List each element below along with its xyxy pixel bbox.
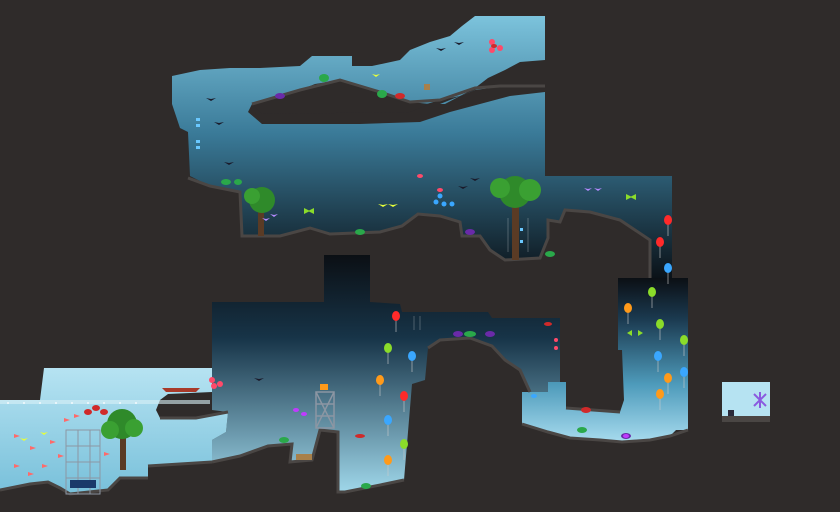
boundary-posts <box>413 218 529 330</box>
balloon-icon <box>680 367 688 388</box>
turtle-icon <box>221 74 631 489</box>
balloon-icon <box>656 237 664 258</box>
boat-icon <box>162 388 200 392</box>
surface-markers <box>7 402 137 404</box>
balloon-icon <box>680 335 688 356</box>
balloon-icon <box>408 351 416 372</box>
balloon-icon <box>664 215 672 236</box>
tree-icon <box>101 409 143 470</box>
tree-icon <box>244 187 275 236</box>
tree-icon <box>490 176 541 260</box>
fish-icon <box>14 414 110 476</box>
balloon-icon <box>384 415 392 436</box>
spawn-cage-icon <box>65 429 101 495</box>
balloon-icon <box>376 375 384 396</box>
balloon-icon <box>656 389 664 410</box>
balloon-group <box>376 311 416 476</box>
bird-icon <box>262 188 602 221</box>
bird-icon <box>206 42 480 381</box>
fish-icon <box>196 118 523 243</box>
right-chamber <box>522 278 688 442</box>
terrain-edges <box>0 78 689 496</box>
balloon-group <box>624 215 688 410</box>
exit-crate <box>728 410 734 416</box>
balloon-icon <box>648 287 656 308</box>
start-pad <box>70 480 96 488</box>
exit-portal-icon <box>753 392 767 408</box>
balloon-icon <box>664 373 672 394</box>
creatures <box>14 39 643 489</box>
balloon-icon <box>400 439 408 460</box>
flag-icon <box>320 384 328 390</box>
balloon-icon <box>384 343 392 364</box>
bird-icon <box>293 408 629 438</box>
balloon-icon <box>654 351 662 372</box>
fish-icon <box>433 193 537 398</box>
crate-icon <box>304 454 312 460</box>
crab-icon <box>84 44 552 438</box>
middle-cavern <box>212 255 560 492</box>
balloon-icon <box>384 455 392 476</box>
fish-icon <box>304 194 643 336</box>
balloon-icon <box>656 319 664 340</box>
fish-icon <box>209 39 558 389</box>
crate-icon <box>424 84 430 90</box>
upper-cavern <box>172 16 672 278</box>
crate-icon <box>296 454 304 460</box>
scaffold-icon <box>315 391 335 429</box>
balloon-icon <box>392 311 400 332</box>
balloon-icon <box>664 263 672 284</box>
bird-icon <box>20 74 398 441</box>
balloon-icon <box>400 391 408 412</box>
balloon-icon <box>624 303 632 324</box>
